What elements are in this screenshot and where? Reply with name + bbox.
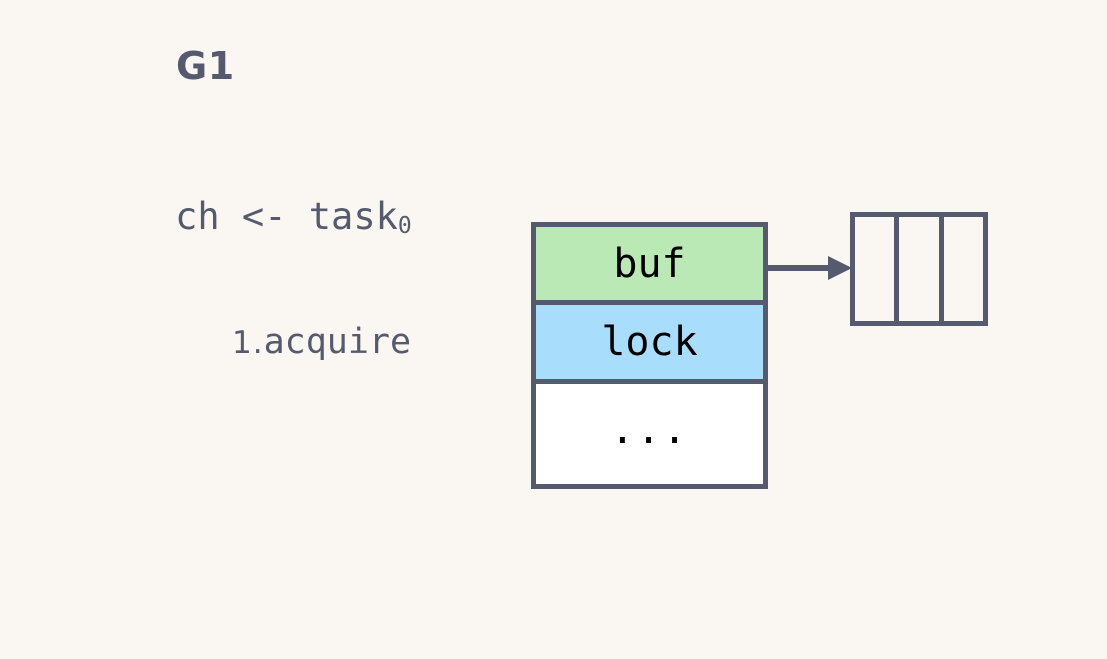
backing-array: [850, 212, 988, 326]
struct-field-lock: lock: [536, 305, 763, 384]
step-number: 1.: [232, 325, 264, 361]
goroutine-title: G1: [176, 44, 235, 88]
array-cell: [938, 217, 983, 321]
channel-struct-box: buf lock ...: [531, 222, 768, 489]
array-cell: [894, 217, 939, 321]
arrow-right-icon: [768, 256, 852, 280]
struct-field-ellipsis: ...: [536, 384, 763, 484]
channel-send-statement: ch <- task0: [86, 152, 412, 282]
ellipsis-text: ...: [610, 407, 689, 453]
array-cell: [855, 217, 895, 321]
step-item-acquire: 1.acquire: [232, 322, 411, 362]
channel-send-subscript: 0: [397, 213, 412, 240]
step-label: acquire: [263, 322, 412, 362]
channel-send-code: ch <- task: [175, 195, 398, 238]
struct-field-buf: buf: [536, 227, 763, 305]
